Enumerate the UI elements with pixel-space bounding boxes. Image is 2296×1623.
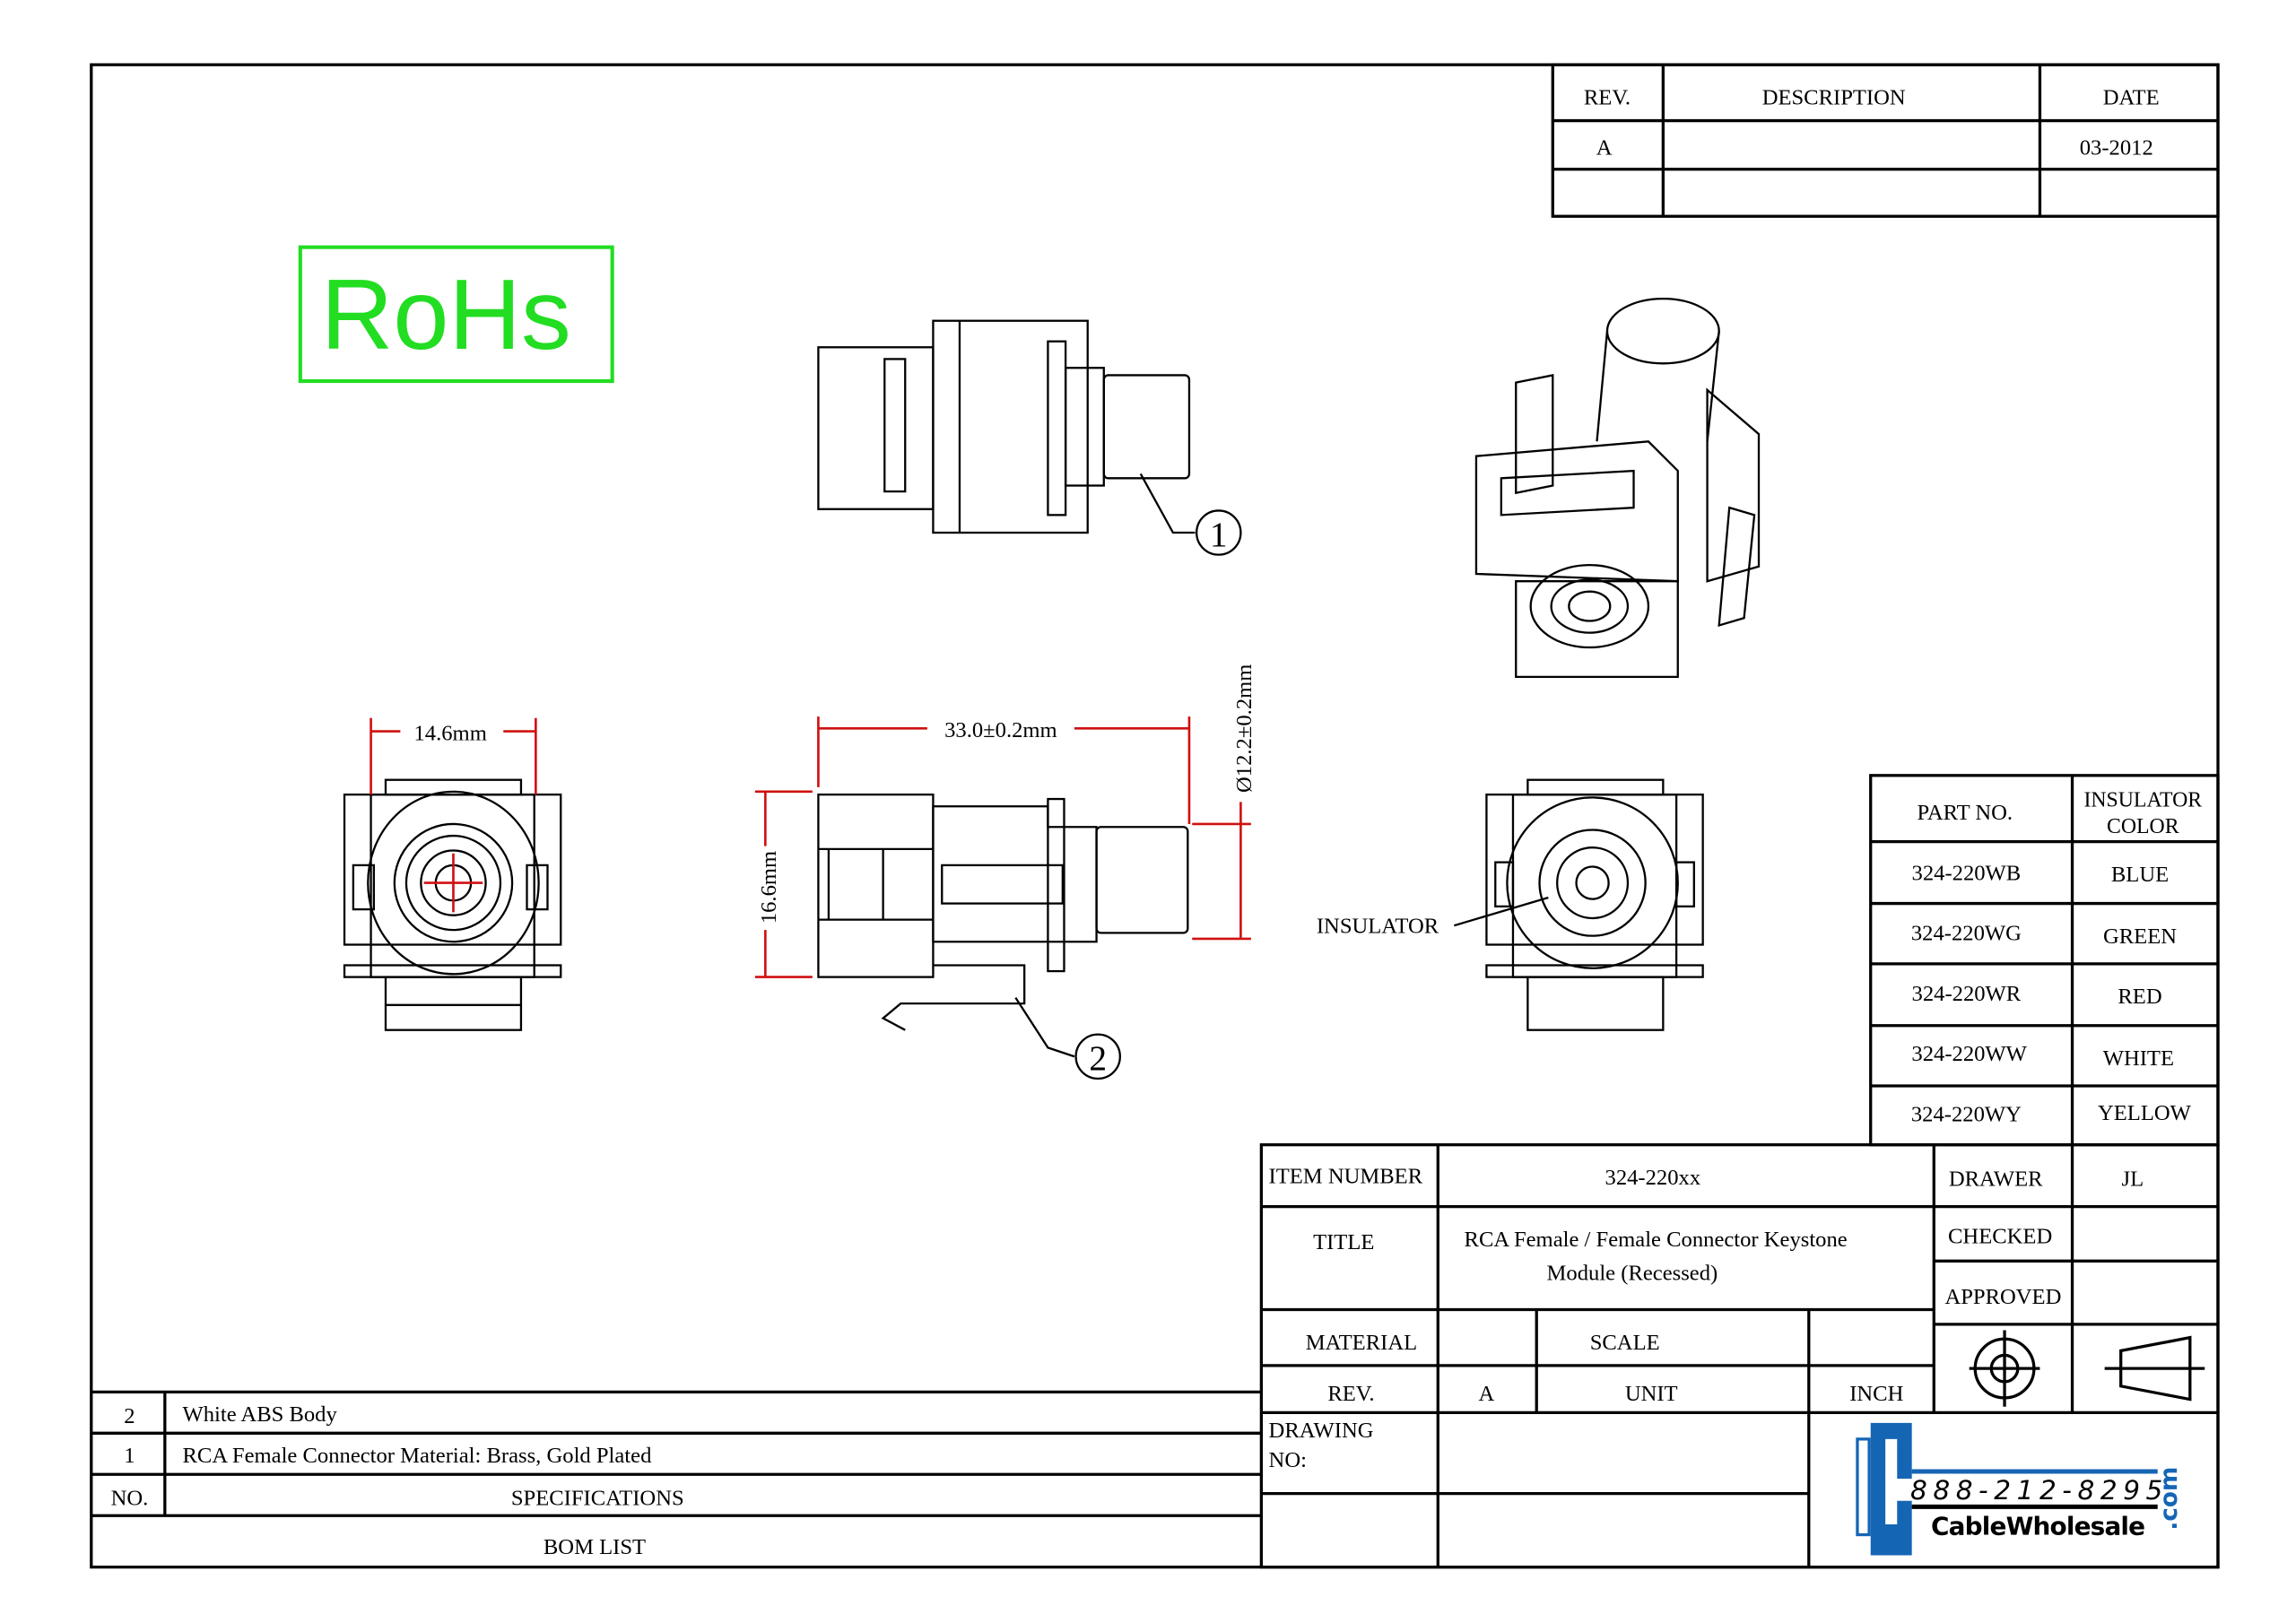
rev-label: REV. <box>1327 1382 1374 1406</box>
title-line-1: RCA Female / Female Connector Keystone <box>1465 1228 1848 1252</box>
bom-no: 1 <box>124 1444 135 1468</box>
width-dimension-label: 14.6mm <box>413 721 486 745</box>
logo-phone: 888-212-8295 <box>1910 1475 2169 1506</box>
scale-label: SCALE <box>1590 1331 1660 1355</box>
drawing-no-label-2: NO: <box>1269 1448 1307 1472</box>
rev-header: REV. <box>1584 86 1631 110</box>
approved-label: APPROVED <box>1944 1285 2061 1309</box>
bom-spec: White ABS Body <box>183 1402 338 1427</box>
insulator-callout: INSULATOR <box>1317 914 1439 938</box>
part-no-cell: 324-220WY <box>1911 1102 2022 1126</box>
part-no-cell: 324-220WB <box>1912 861 2022 885</box>
length-dimension-label: 33.0±0.2mm <box>944 718 1057 742</box>
logo-name: CableWholesale <box>1931 1512 2144 1541</box>
item-number-label: ITEM NUMBER <box>1269 1164 1423 1188</box>
top-side-view <box>817 319 1242 556</box>
color-cell: RED <box>2118 985 2161 1009</box>
rohs-label: RoHs <box>321 258 571 370</box>
part-no-cell: 324-220WW <box>1911 1042 2027 1066</box>
bom-spec-header: SPECIFICATIONS <box>511 1487 684 1511</box>
bom-no-header: NO. <box>111 1487 149 1511</box>
checked-label: CHECKED <box>1948 1225 2052 1249</box>
color-cell: YELLOW <box>2098 1101 2192 1125</box>
insulator-color-header-2: COLOR <box>2107 815 2179 838</box>
center-mark <box>423 853 483 913</box>
part-no-header: PART NO. <box>1917 801 2013 825</box>
date-header: DATE <box>2103 86 2160 110</box>
rohs-badge: RoHs <box>298 245 614 384</box>
date-value: 03-2012 <box>2080 135 2153 160</box>
insulator-color-header-1: INSULATOR <box>2083 788 2202 812</box>
bom-no: 2 <box>124 1404 135 1428</box>
first-angle-projection-icon <box>1969 1330 2040 1407</box>
diameter-dimension <box>1192 802 1251 941</box>
part-no-cell: 324-220WR <box>1912 982 2022 1006</box>
title-line-2: Module (Recessed) <box>1547 1262 1718 1286</box>
isometric-view <box>1474 297 1761 678</box>
height-dimension <box>754 790 813 978</box>
color-cell: GREEN <box>2103 924 2177 949</box>
height-dimension-label: 16.6mm <box>757 851 781 924</box>
unit-label: UNIT <box>1625 1382 1678 1406</box>
callout-1: 1 <box>1210 515 1228 554</box>
drawer-label: DRAWER <box>1949 1167 2043 1192</box>
length-dimension <box>817 716 1191 824</box>
color-cell: BLUE <box>2111 863 2169 887</box>
title-block: ITEM NUMBER 324-220xx TITLE RCA Female /… <box>1259 1143 2220 1569</box>
part-no-cell: 324-220WG <box>1911 922 2022 946</box>
unit-value: INCH <box>1849 1382 1903 1406</box>
width-dimension <box>370 717 537 795</box>
revision-table: REV. DESCRIPTION DATE A 03-2012 <box>1551 63 2220 218</box>
description-header: DESCRIPTION <box>1762 86 1906 110</box>
bom-list: 2 White ABS Body 1 RCA Female Connector … <box>91 1390 1262 1559</box>
drawing-no-label-1: DRAWING <box>1269 1419 1374 1443</box>
rev-value: A <box>1479 1382 1495 1406</box>
title-label: TITLE <box>1313 1230 1374 1254</box>
cablewholesale-logo: 888-212-8295 CableWholesale .com <box>1856 1422 2183 1556</box>
color-cell: WHITE <box>2103 1046 2174 1071</box>
rev-value: A <box>1596 135 1613 160</box>
bom-spec: RCA Female Connector Material: Brass, Go… <box>183 1444 652 1468</box>
material-label: MATERIAL <box>1306 1331 1417 1355</box>
parts-table: PART NO. INSULATOR COLOR 324-220WB BLUE … <box>1869 774 2220 1147</box>
item-number-value: 324-220xx <box>1605 1166 1701 1190</box>
drawer-value: JL <box>2122 1167 2144 1192</box>
front-view-right <box>1453 778 1704 1031</box>
projection-cone-icon <box>2104 1335 2205 1402</box>
callout-2: 2 <box>1089 1038 1107 1078</box>
logo-tld: .com <box>2156 1467 2183 1531</box>
diameter-dimension-label: Ø12.2±0.2mm <box>1232 664 1257 793</box>
bom-title: BOM LIST <box>544 1535 646 1559</box>
side-view <box>817 793 1189 1080</box>
